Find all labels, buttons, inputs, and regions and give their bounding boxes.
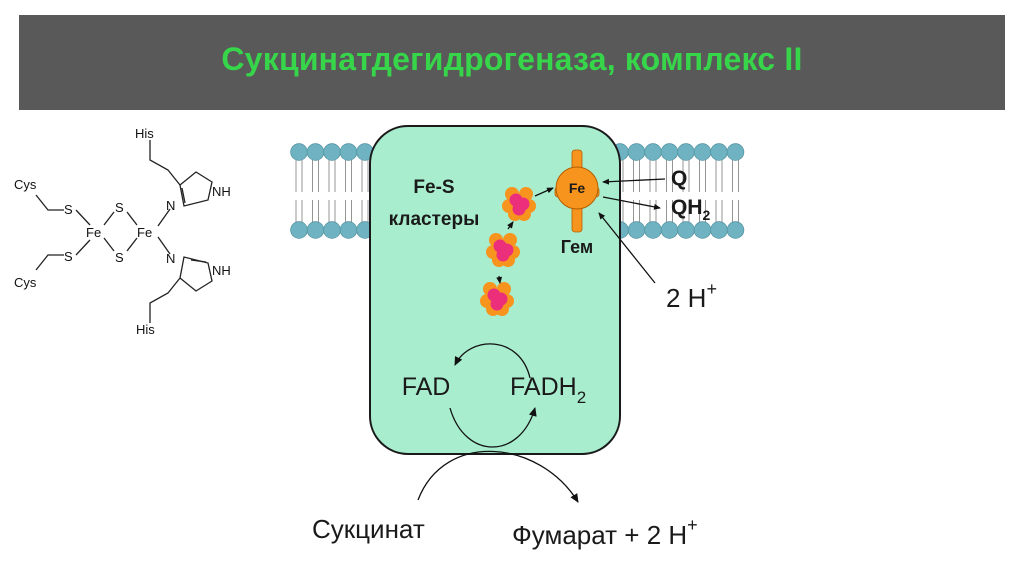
lipid-head [627,221,646,239]
lipid-head [693,143,712,161]
lipid-head [644,143,662,161]
lipid-head [306,143,325,161]
fes-cluster-3 [480,282,514,316]
lipid-head [677,221,695,239]
n-label-1: N [166,198,175,213]
lipid-head [290,221,308,239]
q-arrow [602,178,666,185]
lipid-head [323,143,341,161]
cluster-atom [496,248,510,262]
cluster-atom [490,297,504,311]
lipid-head [306,221,325,239]
fes-label-line2: кластеры [389,209,480,230]
lipid-head [323,221,341,239]
fes-cluster-1 [502,187,536,221]
s-label-4: S [115,250,124,265]
his-bottom-label: His [136,322,155,337]
fes-structure-labels: Cys Cys His His S S S S Fe Fe N NH N NH [14,126,231,337]
fes-label-line1: Fe-S [413,177,454,198]
fe-label-1: Fe [86,225,101,240]
lipid-head [627,143,646,161]
fad-label: FAD [402,373,451,401]
heme-label: Гем [561,237,593,257]
lipid-head [726,221,745,239]
succinate-fumarate-arrow [417,450,579,503]
heme-fe-label: Fe [569,180,586,196]
lipid-head [339,221,358,239]
membrane-bilayer [290,143,745,239]
fumarate-label: Фумарат + 2 H+ [512,515,698,550]
cluster-atom [519,187,533,201]
lipid-head [710,143,728,161]
cys-top-label: Cys [14,177,37,192]
lipid-head [290,143,308,161]
lipid-head [644,221,662,239]
cluster-atom [497,282,511,296]
slide-title: Сукцинатдегидрогеназа, комплекс II [221,41,803,77]
cluster-atom [503,233,517,247]
lipid-head [660,221,679,239]
electron-arrow-1 [496,275,503,284]
s-label-3: S [115,200,124,215]
electron-arrow-2 [507,221,514,230]
heme-group: Fe [554,149,600,233]
fe-label-2: Fe [137,225,152,240]
fadh2-to-fad-arrow [454,343,531,379]
q-label: Q [671,167,687,190]
proton-arrow [598,212,656,284]
his-top-label: His [135,126,154,141]
qh2-label: QH2 [671,196,711,223]
lipid-head [710,221,728,239]
s-label-1: S [64,202,73,217]
electron-arrow-3 [534,187,554,197]
nh-label-1: NH [212,184,231,199]
fad-to-fadh2-arrow [449,407,537,448]
lipid-head [693,221,712,239]
qh2-arrow [602,196,661,210]
fes-structure [35,140,213,323]
lipid-head [339,143,358,161]
s-label-2: S [64,249,73,264]
succinate-label: Сукцинат [312,514,425,544]
nh-label-2: NH [212,263,231,278]
title-bar: Сукцинатдегидрогеназа, комплекс II [19,15,1005,110]
lipid-head [726,143,745,161]
lipid-head [677,143,695,161]
cys-bottom-label: Cys [14,275,37,290]
protons-right-label: 2 H+ [666,279,717,313]
fes-cluster-2 [486,233,520,267]
heme-iron-disc [555,166,599,210]
fadh2-label: FADH2 [510,373,586,407]
cluster-atom [512,202,526,216]
lipid-head [660,143,679,161]
n-label-2: N [166,251,175,266]
